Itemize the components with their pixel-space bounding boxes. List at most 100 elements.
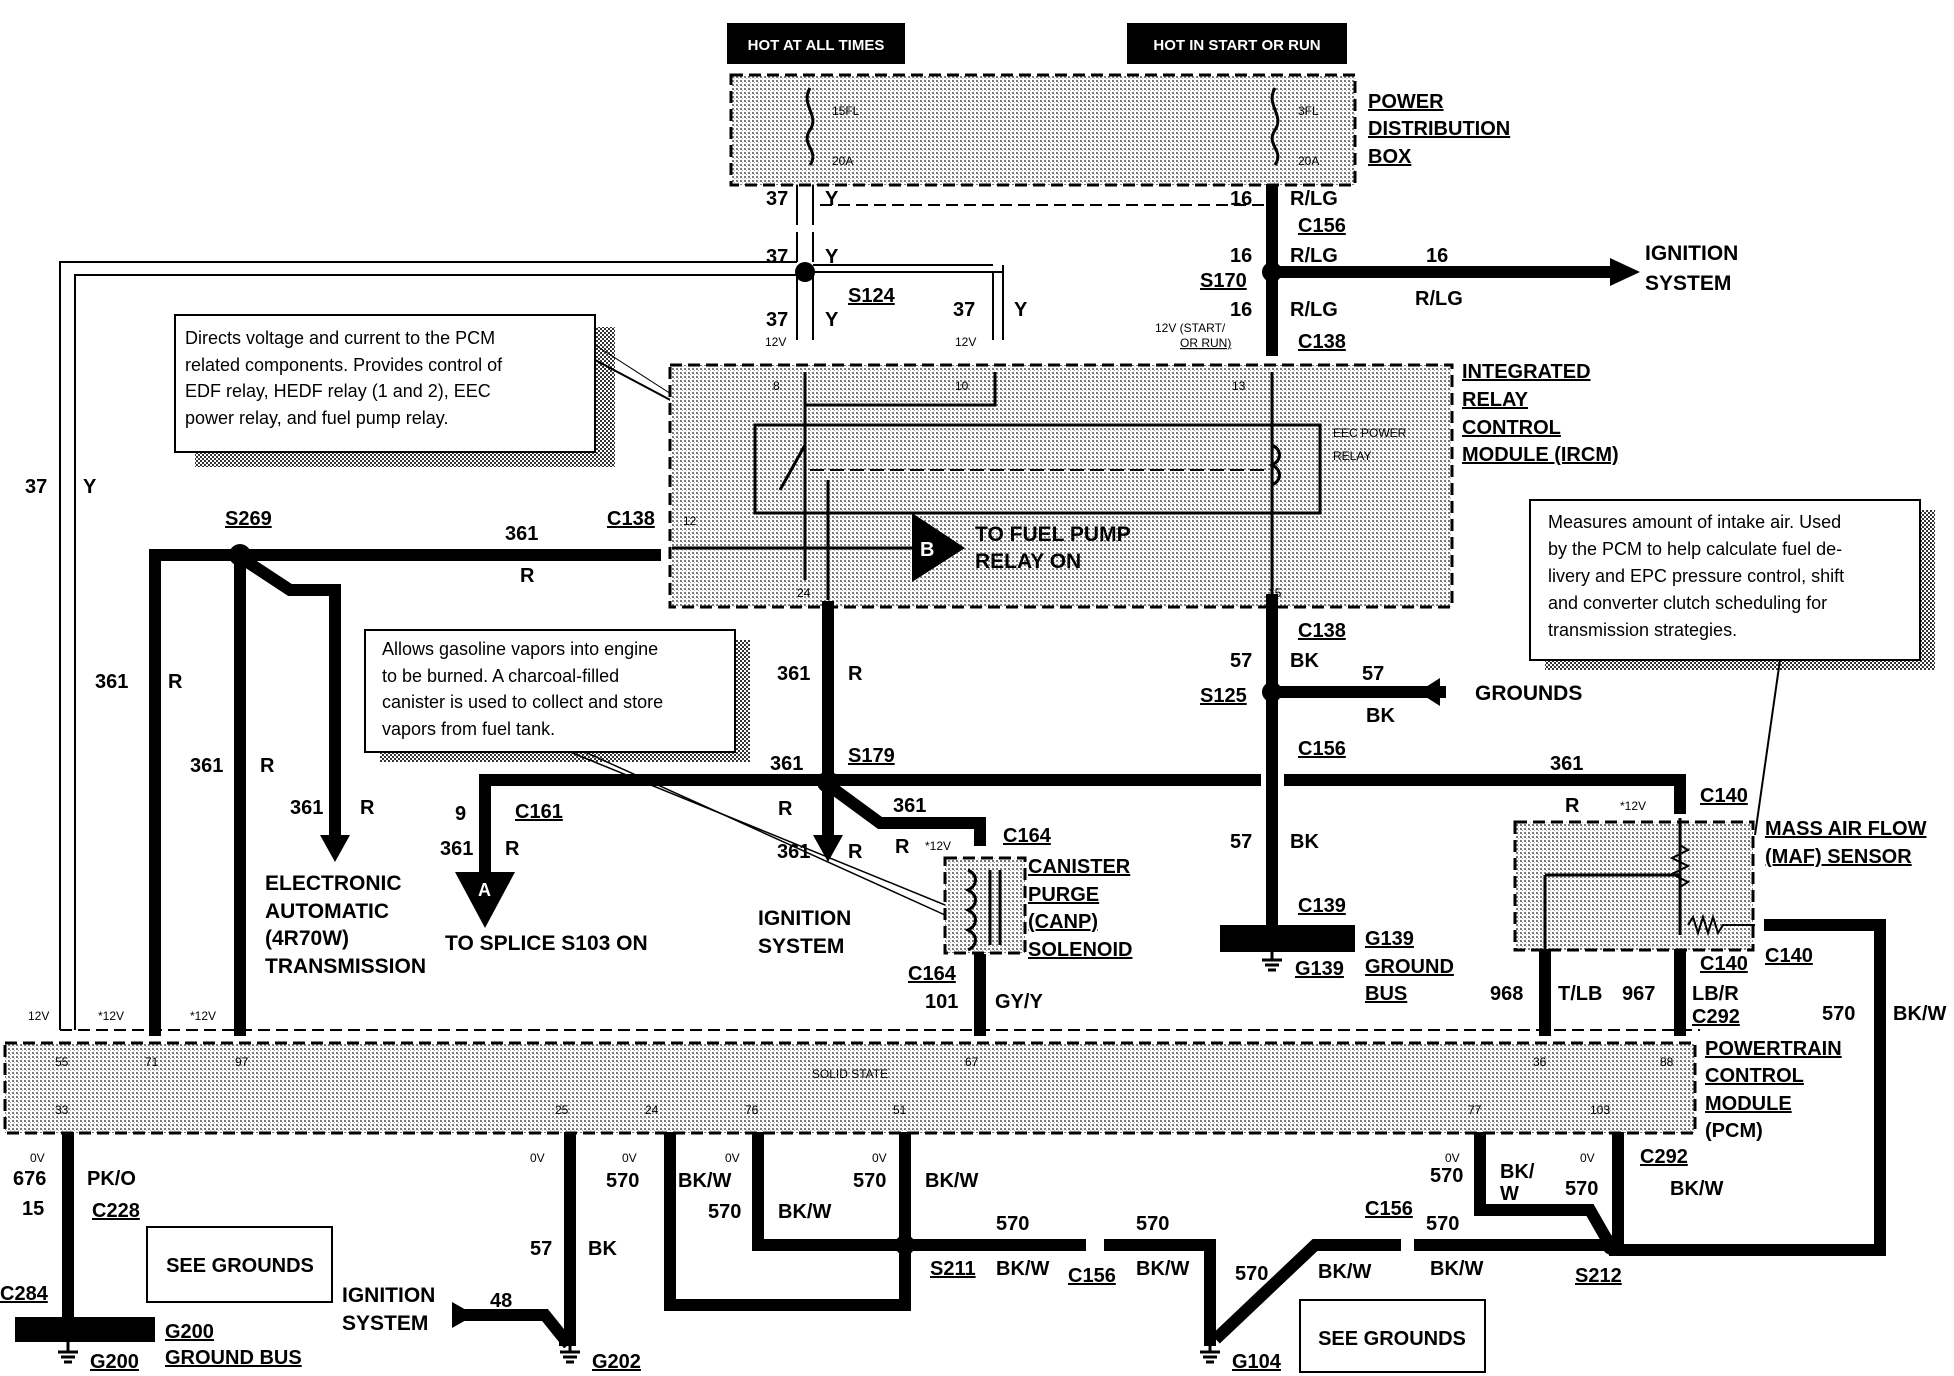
svg-text:BK: BK	[588, 1238, 617, 1260]
svg-text:25: 25	[555, 1103, 569, 1117]
see-grounds-right[interactable]: SEE GROUNDS	[1299, 1299, 1486, 1373]
svg-text:37: 37	[953, 299, 975, 321]
svg-text:C140: C140	[1700, 785, 1748, 807]
svg-text:RELAY ON: RELAY ON	[975, 550, 1081, 573]
svg-text:to be burned. A charcoal-fill: to be burned. A charcoal-filled	[382, 666, 619, 686]
svg-text:R/LG: R/LG	[1290, 188, 1338, 210]
svg-text:power relay, and fuel pump rel: power relay, and fuel pump relay.	[185, 408, 448, 428]
svg-text:16: 16	[1426, 245, 1448, 267]
svg-text:BK: BK	[1290, 831, 1319, 853]
svg-text:570: 570	[1565, 1178, 1598, 1200]
svg-text:BK/W: BK/W	[1670, 1178, 1723, 1200]
svg-text:20A: 20A	[832, 154, 853, 168]
splice-s125	[1262, 682, 1282, 702]
splice-s170	[1262, 262, 1282, 282]
svg-text:R: R	[520, 565, 535, 587]
svg-text:0V: 0V	[725, 1151, 740, 1165]
svg-text:R: R	[1565, 795, 1580, 817]
svg-text:24: 24	[645, 1103, 659, 1117]
svg-text:canister is used to collect an: canister is used to collect and store	[382, 692, 663, 712]
svg-text:R/LG: R/LG	[1290, 245, 1338, 267]
svg-text:BK/W: BK/W	[778, 1201, 831, 1223]
splice-s124	[795, 262, 815, 282]
svg-text:12V (START/: 12V (START/	[1155, 321, 1226, 335]
svg-text:37: 37	[766, 309, 788, 331]
ground-g202: G202	[560, 1342, 641, 1373]
svg-text:361: 361	[95, 671, 128, 693]
svg-text:968: 968	[1490, 983, 1523, 1005]
svg-text:33: 33	[55, 1103, 69, 1117]
maf-note: Measures amount of intake air. Used by t…	[1529, 499, 1935, 836]
svg-text:G139: G139	[1365, 928, 1414, 950]
svg-text:R: R	[895, 836, 910, 858]
svg-text:G104: G104	[1232, 1351, 1282, 1373]
svg-text:(4R70W): (4R70W)	[265, 927, 349, 950]
svg-text:57: 57	[1230, 650, 1252, 672]
svg-text:55: 55	[55, 1055, 69, 1069]
svg-text:20A: 20A	[1298, 154, 1319, 168]
svg-text:R: R	[168, 671, 183, 693]
svg-text:A: A	[478, 880, 491, 900]
svg-text:R: R	[360, 797, 375, 819]
svg-text:IGNITION: IGNITION	[1645, 242, 1738, 265]
svg-text:SOLID STATE: SOLID STATE	[812, 1067, 888, 1081]
svg-text:Y: Y	[825, 246, 839, 268]
canp-note: Allows gasoline vapors into engine to be…	[364, 629, 951, 916]
svg-text:R/LG: R/LG	[1290, 299, 1338, 321]
svg-text:16: 16	[1230, 299, 1252, 321]
svg-text:POWER: POWER	[1368, 91, 1444, 113]
svg-text:13: 13	[1232, 379, 1246, 393]
svg-text:INTEGRATED: INTEGRATED	[1462, 361, 1591, 383]
svg-text:C138: C138	[607, 508, 655, 530]
ircm-module: 8 10 13 12 24 15 EEC POWER RELAY B TO FU…	[668, 361, 1619, 609]
svg-text:R: R	[778, 798, 793, 820]
svg-text:SEE GROUNDS: SEE GROUNDS	[1318, 1328, 1466, 1350]
svg-text:SYSTEM: SYSTEM	[342, 1312, 428, 1335]
svg-text:967: 967	[1622, 983, 1655, 1005]
svg-text:361: 361	[505, 523, 538, 545]
svg-text:ELECTRONIC: ELECTRONIC	[265, 872, 402, 895]
svg-text:C284: C284	[0, 1283, 49, 1305]
svg-text:16: 16	[1230, 188, 1252, 210]
splice-s179	[817, 771, 839, 793]
transmission-label: ELECTRONIC AUTOMATIC (4R70W) TRANSMISSIO…	[265, 872, 426, 978]
svg-text:C138: C138	[1298, 331, 1346, 353]
svg-text:67: 67	[965, 1055, 979, 1069]
wire-maf	[1539, 919, 1886, 1256]
svg-text:12V: 12V	[765, 335, 786, 349]
svg-text:Directs voltage and current to: Directs voltage and current to the PCM	[185, 328, 495, 348]
svg-text:GY/Y: GY/Y	[995, 991, 1043, 1013]
svg-text:16: 16	[1230, 245, 1252, 267]
svg-text:EDF relay, HEDF relay (1 and 2: EDF relay, HEDF relay (1 and 2), EEC	[185, 381, 491, 401]
svg-text:77: 77	[1468, 1103, 1482, 1117]
see-grounds-left[interactable]: SEE GROUNDS	[146, 1226, 333, 1303]
svg-text:W: W	[1500, 1183, 1519, 1205]
svg-text:livery and EPC pressure contro: livery and EPC pressure control, shift	[1548, 566, 1844, 586]
svg-text:SEE GROUNDS: SEE GROUNDS	[166, 1255, 314, 1277]
svg-text:(MAF) SENSOR: (MAF) SENSOR	[1765, 846, 1912, 868]
svg-text:CONTROL: CONTROL	[1462, 417, 1561, 439]
svg-text:C139: C139	[1298, 895, 1346, 917]
svg-text:57: 57	[1362, 663, 1384, 685]
svg-text:570: 570	[1822, 1003, 1855, 1025]
svg-text:SYSTEM: SYSTEM	[1645, 272, 1731, 295]
svg-text:8: 8	[773, 379, 780, 393]
svg-text:HOT IN START OR RUN: HOT IN START OR RUN	[1153, 37, 1320, 54]
splice-s212	[1602, 1235, 1622, 1255]
svg-text:C156: C156	[1365, 1198, 1413, 1220]
svg-text:361: 361	[777, 663, 810, 685]
svg-text:24: 24	[797, 586, 811, 600]
svg-text:76: 76	[745, 1103, 759, 1117]
svg-text:12: 12	[683, 514, 697, 528]
svg-text:DISTRIBUTION: DISTRIBUTION	[1368, 118, 1510, 140]
svg-text:CANISTER: CANISTER	[1028, 856, 1131, 878]
svg-text:BK/W: BK/W	[678, 1170, 731, 1192]
svg-text:C140: C140	[1765, 945, 1813, 967]
splice-s211	[895, 1235, 915, 1255]
splice-s269	[229, 544, 251, 566]
svg-text:0V: 0V	[872, 1151, 887, 1165]
svg-text:361: 361	[290, 797, 323, 819]
svg-text:C292: C292	[1640, 1146, 1688, 1168]
svg-text:C292: C292	[1692, 1006, 1740, 1028]
